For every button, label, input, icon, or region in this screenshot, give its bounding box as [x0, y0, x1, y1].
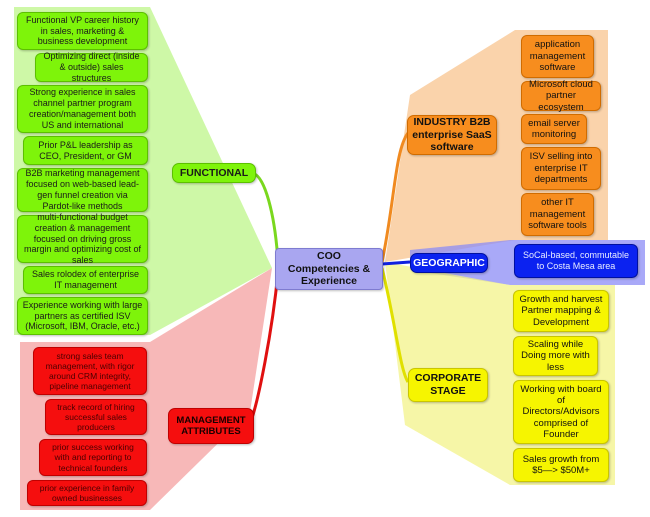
- functional-item[interactable]: multi-functional budget creation & manag…: [17, 212, 148, 265]
- corporate-item[interactable]: Growth and harvest Partner mapping & Dev…: [513, 290, 609, 332]
- functional-item[interactable]: Experience working with large partners a…: [17, 297, 148, 335]
- management-item[interactable]: track record of hiring successful sales …: [45, 399, 147, 435]
- functional-item[interactable]: Strong experience in sales channel partn…: [17, 85, 148, 133]
- functional-item[interactable]: Prior P&L leadership as CEO, President, …: [23, 136, 148, 165]
- functional-item[interactable]: B2B marketing management focused on web-…: [17, 168, 148, 212]
- corporate-item[interactable]: Scaling while Doing more with less: [513, 336, 598, 376]
- industry-hub[interactable]: INDUSTRY B2B enterprise SaaS software: [407, 115, 497, 155]
- functional-item[interactable]: Optimizing direct (inside & outside) sal…: [35, 51, 148, 83]
- geographic-item[interactable]: SoCal-based, commutable to Costa Mesa ar…: [514, 244, 638, 278]
- management-item[interactable]: strong sales team management, with rigor…: [33, 347, 147, 395]
- connector-geographic: [381, 260, 411, 266]
- management-item[interactable]: prior success working with and reporting…: [39, 439, 147, 476]
- functional-item[interactable]: Functional VP career history in sales, m…: [17, 12, 148, 50]
- management-hub[interactable]: MANAGEMENT ATTRIBUTES: [168, 408, 254, 444]
- connector-management: [250, 271, 280, 419]
- center-topic[interactable]: COO Competencies & Experience: [275, 248, 383, 290]
- industry-item[interactable]: ISV selling into enterprise IT departmen…: [521, 147, 601, 190]
- functional-hub[interactable]: FUNCTIONAL: [172, 163, 256, 183]
- industry-item[interactable]: other IT management software tools: [521, 193, 594, 236]
- industry-item[interactable]: email server monitoring: [521, 114, 587, 144]
- corporate-hub[interactable]: CORPORATE STAGE: [408, 368, 488, 402]
- corporate-item[interactable]: Sales growth from $5—> $50M+: [513, 448, 609, 482]
- geographic-hub[interactable]: GEOGRAPHIC: [410, 253, 488, 273]
- connector-functional: [251, 171, 280, 263]
- management-item[interactable]: prior experience in family owned busines…: [27, 480, 147, 506]
- connector-corporate: [380, 267, 410, 383]
- industry-item[interactable]: Microsoft cloud partner ecosystem: [521, 79, 601, 113]
- industry-item[interactable]: application management software: [521, 35, 594, 78]
- connector-industry: [380, 132, 410, 263]
- corporate-item[interactable]: Working with board of Directors/Advisors…: [513, 380, 609, 444]
- functional-item[interactable]: Sales rolodex of enterprise IT managemen…: [23, 266, 148, 294]
